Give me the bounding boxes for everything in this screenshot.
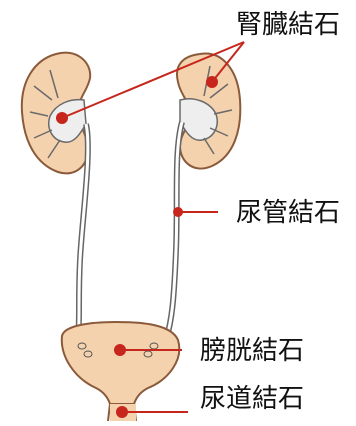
kidney-stone-right — [206, 76, 218, 88]
bladder — [62, 322, 179, 421]
right-kidney — [177, 53, 240, 168]
bladder-stone-label: 膀胱結石 — [200, 338, 304, 364]
urethra-stone-label: 尿道結石 — [200, 386, 304, 412]
kidney-stone-label: 腎臓結石 — [236, 12, 340, 38]
ureters — [78, 122, 182, 340]
bladder-stone — [114, 344, 126, 356]
left-kidney — [22, 53, 90, 174]
urethra-stone — [116, 406, 128, 418]
ureter-stone — [173, 207, 183, 217]
kidney-stone-left — [56, 112, 68, 124]
ureter-stone-label: 尿管結石 — [236, 200, 340, 226]
